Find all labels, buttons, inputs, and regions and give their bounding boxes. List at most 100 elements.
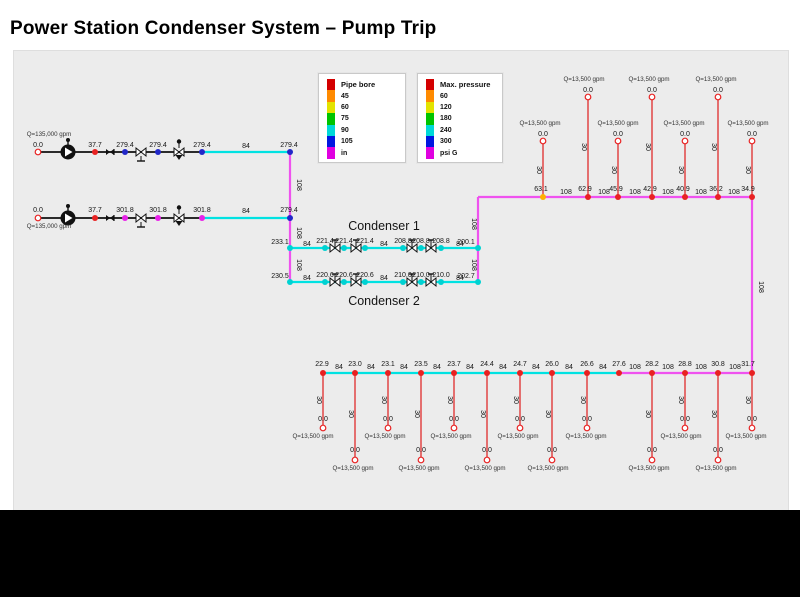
boundary-node-dot[interactable]	[483, 456, 491, 464]
node-dot[interactable]	[287, 245, 293, 251]
node-dot[interactable]	[616, 370, 622, 376]
boundary-node-dot[interactable]	[319, 424, 327, 432]
node-dot[interactable]	[385, 370, 391, 376]
node-dot[interactable]	[615, 194, 621, 200]
boundary-node-dot[interactable]	[583, 424, 591, 432]
boundary-node-dot[interactable]	[34, 214, 42, 222]
boundary-node-dot[interactable]	[614, 137, 622, 145]
boundary-node-dot[interactable]	[714, 456, 722, 464]
boundary-node-dot[interactable]	[539, 137, 547, 145]
control-valve-icon[interactable]	[135, 212, 147, 224]
page-title: Power Station Condenser System – Pump Tr…	[10, 17, 437, 39]
pipe-bore-label: 108	[295, 179, 302, 191]
node-dot[interactable]	[341, 245, 347, 251]
node-dot[interactable]	[715, 370, 721, 376]
node-dot[interactable]	[287, 279, 293, 285]
pipe-bore-label: 84	[335, 364, 343, 371]
check-valve-icon[interactable]	[106, 215, 114, 221]
node-dot[interactable]	[352, 370, 358, 376]
pipe-bore-label: 30	[544, 410, 551, 418]
node-dot[interactable]	[749, 194, 755, 200]
node-value-label: 279.4	[116, 142, 134, 149]
legend-color-swatch	[426, 90, 434, 102]
legend-value-label: 60	[341, 103, 349, 111]
boundary-node-dot[interactable]	[648, 456, 656, 464]
node-dot[interactable]	[475, 245, 481, 251]
node-dot[interactable]	[549, 370, 555, 376]
boundary-node-dot[interactable]	[648, 93, 656, 101]
node-dot[interactable]	[341, 279, 347, 285]
node-dot[interactable]	[649, 370, 655, 376]
legend-color-swatch	[327, 79, 335, 91]
node-dot[interactable]	[418, 370, 424, 376]
node-dot[interactable]	[155, 149, 161, 155]
boundary-node-dot[interactable]	[34, 148, 42, 156]
node-dot[interactable]	[400, 245, 406, 251]
node-dot[interactable]	[475, 279, 481, 285]
node-dot[interactable]	[322, 279, 328, 285]
boundary-node-dot[interactable]	[516, 424, 524, 432]
node-dot[interactable]	[451, 370, 457, 376]
pipe-bore-label: 84	[367, 364, 375, 371]
node-dot[interactable]	[418, 279, 424, 285]
pipe-bore-label: 30	[512, 396, 519, 404]
node-value-label: 23.1	[381, 361, 395, 368]
boundary-node-dot[interactable]	[681, 424, 689, 432]
boundary-node-dot[interactable]	[384, 424, 392, 432]
ball-valve-actuator	[176, 139, 182, 144]
control-valve-icon[interactable]	[135, 146, 147, 158]
boundary-node-dot[interactable]	[681, 137, 689, 145]
boundary-node-dot[interactable]	[748, 137, 756, 145]
boundary-node-dot[interactable]	[714, 93, 722, 101]
node-dot[interactable]	[362, 245, 368, 251]
pipe-bore-label: 108	[662, 189, 674, 196]
ball-valve-branch	[175, 155, 183, 160]
node-dot[interactable]	[320, 370, 326, 376]
node-dot[interactable]	[122, 215, 128, 221]
node-dot[interactable]	[322, 245, 328, 251]
pipe-bore-label: 84	[242, 143, 250, 150]
boundary-node-dot[interactable]	[548, 456, 556, 464]
node-dot[interactable]	[92, 215, 98, 221]
node-dot[interactable]	[400, 279, 406, 285]
node-value-label: 24.4	[480, 361, 494, 368]
boundary-node-dot[interactable]	[351, 456, 359, 464]
node-dot[interactable]	[362, 279, 368, 285]
node-dot[interactable]	[92, 149, 98, 155]
node-dot[interactable]	[682, 370, 688, 376]
node-dot[interactable]	[584, 370, 590, 376]
legend-row: 60	[327, 101, 405, 114]
node-dot[interactable]	[649, 194, 655, 200]
legend-row: 60	[426, 90, 502, 102]
check-valve-icon[interactable]	[106, 149, 114, 155]
legend-color-swatch	[426, 79, 434, 91]
node-dot[interactable]	[749, 370, 755, 376]
node-dot[interactable]	[199, 215, 205, 221]
node-value-label: 0.0	[583, 87, 593, 94]
node-dot[interactable]	[287, 215, 293, 221]
node-value-label: 40.9	[676, 186, 690, 193]
node-dot[interactable]	[682, 194, 688, 200]
pipe-bore-label: 30	[479, 410, 486, 418]
node-dot[interactable]	[122, 149, 128, 155]
node-dot[interactable]	[199, 149, 205, 155]
ball-valve-icon[interactable]	[173, 212, 185, 224]
pipe-bore-label: 108	[695, 364, 707, 371]
node-dot[interactable]	[438, 245, 444, 251]
boundary-node-dot[interactable]	[450, 424, 458, 432]
node-dot[interactable]	[287, 149, 293, 155]
node-dot[interactable]	[585, 194, 591, 200]
node-dot[interactable]	[418, 245, 424, 251]
boundary-node-dot[interactable]	[584, 93, 592, 101]
node-dot[interactable]	[155, 215, 161, 221]
boundary-node-dot[interactable]	[417, 456, 425, 464]
node-dot[interactable]	[715, 194, 721, 200]
ball-valve-icon[interactable]	[173, 146, 185, 158]
node-dot[interactable]	[540, 194, 546, 200]
node-dot[interactable]	[438, 279, 444, 285]
boundary-node-dot[interactable]	[748, 424, 756, 432]
node-dot[interactable]	[517, 370, 523, 376]
node-dot[interactable]	[484, 370, 490, 376]
